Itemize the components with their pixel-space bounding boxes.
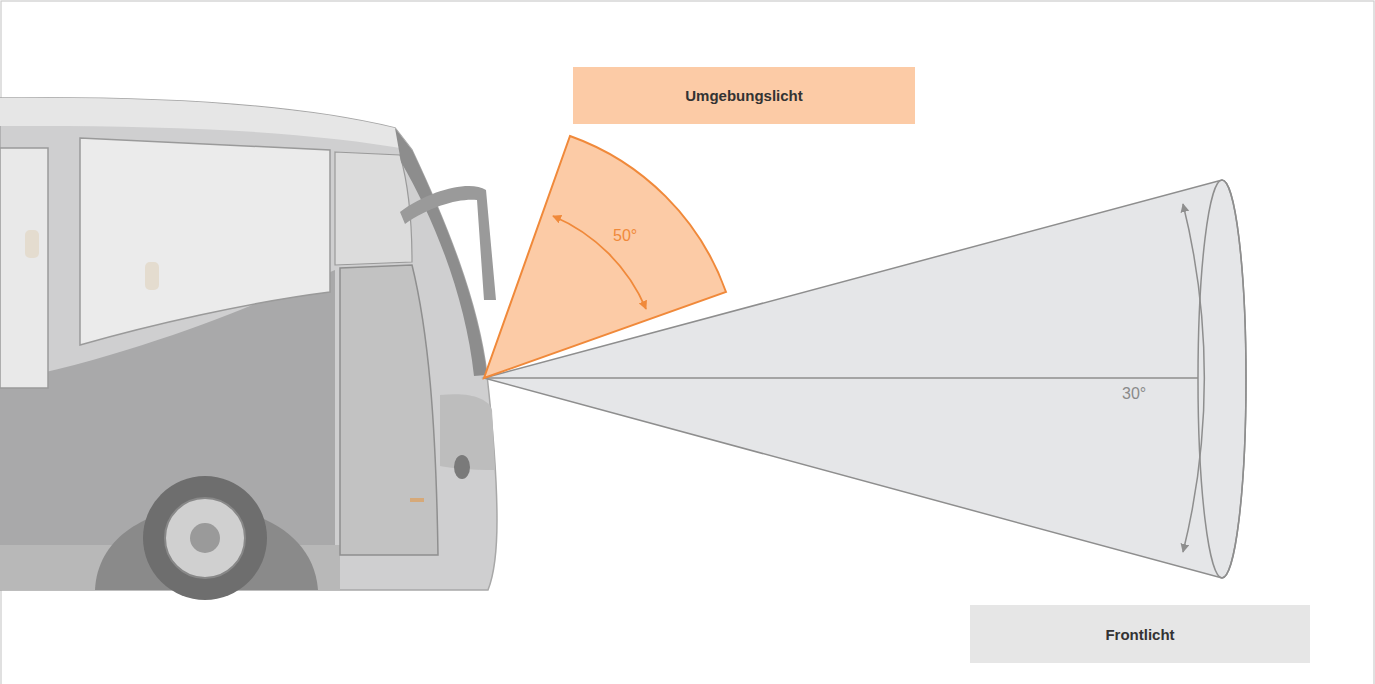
- bus-seat: [145, 262, 159, 290]
- center-line: [484, 377, 1198, 379]
- bus-door: [340, 265, 438, 555]
- bus-mirror: [400, 186, 496, 300]
- angle-label: 50°: [611, 227, 639, 245]
- cone-end: [1198, 180, 1246, 578]
- bus-roof: [0, 98, 412, 150]
- angle-label: 30°: [1120, 385, 1148, 403]
- box-label: Frontlicht: [1105, 626, 1174, 643]
- bus-seat: [25, 230, 39, 258]
- box-label: Umgebungslicht: [685, 87, 803, 104]
- light-type-box: Frontlicht: [970, 605, 1310, 663]
- bus-window: [80, 138, 330, 345]
- light-type-box: Umgebungslicht: [573, 67, 915, 124]
- angle-arc: [1183, 204, 1204, 552]
- bus-rim: [165, 498, 245, 578]
- bus-door-window: [335, 152, 412, 265]
- bus-lamp: [454, 455, 470, 479]
- bus-window: [0, 148, 48, 388]
- light-sector: [484, 136, 726, 378]
- bus-side-light: [410, 498, 424, 502]
- angle-arc: [553, 216, 646, 309]
- bus-wheel: [143, 476, 267, 600]
- bus-front-pillar: [395, 128, 487, 376]
- bus-illustration: [0, 98, 497, 600]
- ambient-light-sector: [484, 136, 726, 378]
- bus-hub: [190, 523, 220, 553]
